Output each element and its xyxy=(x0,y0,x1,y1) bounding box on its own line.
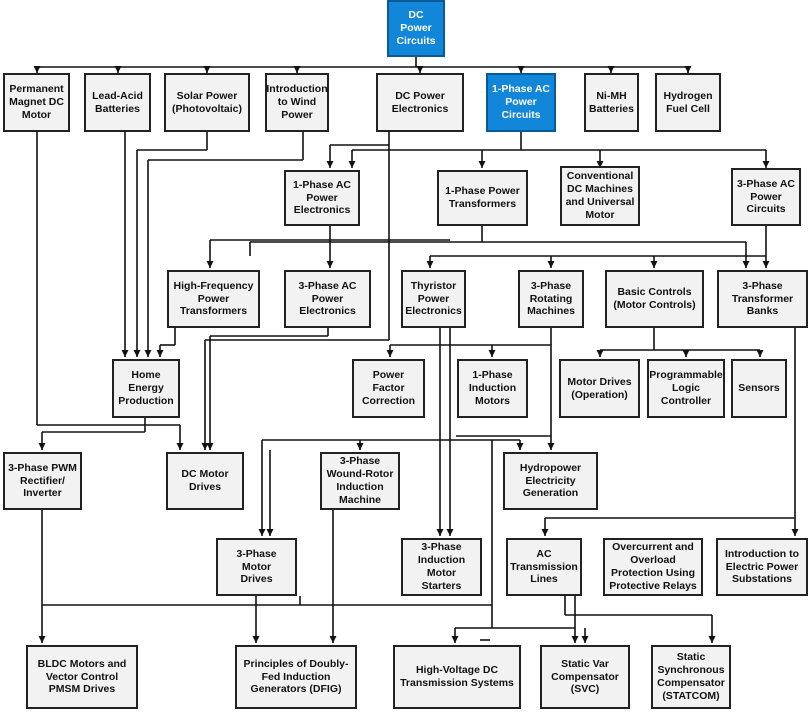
node-motor-drives-op[interactable]: Motor Drives (Operation) xyxy=(559,359,640,418)
node-wind[interactable]: Introduction to Wind Power xyxy=(265,73,329,132)
node-1ph-ac-pe[interactable]: 1-Phase AC Power Electronics xyxy=(284,170,360,226)
node-dc-motor-drives[interactable]: DC Motor Drives xyxy=(166,452,244,510)
node-3ph-motor-drives[interactable]: 3-Phase Motor Drives xyxy=(216,538,297,596)
node-1ph-induction[interactable]: 1-Phase Induction Motors xyxy=(457,359,528,418)
node-3ph-ac-pe[interactable]: 3-Phase AC Power Electronics xyxy=(284,270,371,328)
node-1ph-ac-circuits[interactable]: 1-Phase AC Power Circuits xyxy=(486,73,556,132)
node-hydropower[interactable]: Hydropower Electricity Generation xyxy=(503,452,598,510)
node-nimh[interactable]: Ni-MH Batteries xyxy=(584,73,639,132)
node-dc-pe[interactable]: DC Power Electronics xyxy=(376,73,464,132)
node-home-energy[interactable]: Home Energy Production xyxy=(112,359,180,418)
node-ac-lines[interactable]: AC Transmission Lines xyxy=(506,538,582,596)
node-3ph-rotating[interactable]: 3-Phase Rotating Machines xyxy=(518,270,584,328)
node-statcom[interactable]: Static Synchronous Compensator (STATCOM) xyxy=(651,645,731,709)
node-3ph-pwm[interactable]: 3-Phase PWM Rectifier/ Inverter xyxy=(3,452,82,510)
node-hydrogen[interactable]: Hydrogen Fuel Cell xyxy=(655,73,721,132)
node-sensors[interactable]: Sensors xyxy=(731,359,787,418)
node-wound-rotor[interactable]: 3-Phase Wound-Rotor Induction Machine xyxy=(320,452,400,510)
node-conv-dc[interactable]: Conventional DC Machines and Universal M… xyxy=(560,166,640,226)
node-hvdc[interactable]: High-Voltage DC Transmission Systems xyxy=(393,645,521,709)
node-pfc[interactable]: Power Factor Correction xyxy=(352,359,425,418)
node-dc-power-circuits[interactable]: DC Power Circuits xyxy=(387,0,445,57)
node-pm-dc-motor[interactable]: Permanent Magnet DC Motor xyxy=(3,73,70,132)
node-xfmr-banks[interactable]: 3-Phase Transformer Banks xyxy=(717,270,808,328)
node-svc[interactable]: Static Var Compensator (SVC) xyxy=(540,645,630,709)
node-1ph-xfmr[interactable]: 1-Phase Power Transformers xyxy=(437,170,528,226)
node-3ph-ac-circuits[interactable]: 3-Phase AC Power Circuits xyxy=(731,168,801,226)
node-relays[interactable]: Overcurrent and Overload Protection Usin… xyxy=(603,538,703,596)
node-basic-controls[interactable]: Basic Controls (Motor Controls) xyxy=(605,270,704,328)
node-bldc[interactable]: BLDC Motors and Vector Control PMSM Driv… xyxy=(26,645,138,709)
node-starters[interactable]: 3-Phase Induction Motor Starters xyxy=(401,538,482,596)
node-dfig[interactable]: Principles of Doubly- Fed Induction Gene… xyxy=(235,645,357,709)
node-lead-acid[interactable]: Lead-Acid Batteries xyxy=(84,73,151,132)
node-thyristor[interactable]: Thyristor Power Electronics xyxy=(401,270,466,328)
node-solar[interactable]: Solar Power (Photovoltaic) xyxy=(164,73,250,132)
node-hf-xfmr[interactable]: High-Frequency Power Transformers xyxy=(167,270,260,328)
node-plc[interactable]: Programmable Logic Controller xyxy=(647,359,725,418)
node-substations[interactable]: Introduction to Electric Power Substatio… xyxy=(716,538,808,596)
